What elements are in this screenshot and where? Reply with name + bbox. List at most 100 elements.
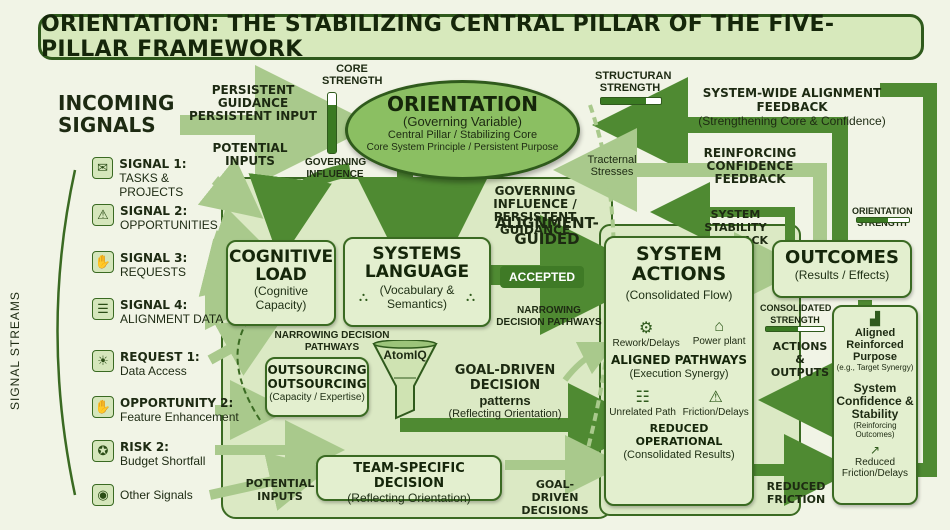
system-wide-feedback: SYSTEM-WIDE ALIGNMENT FEEDBACK (Strength… — [672, 86, 912, 128]
core-strength-label: CORE STRENGTH — [322, 63, 383, 87]
reinforcing-feedback: REINFORCING CONFIDENCE FEEDBACK — [703, 146, 797, 186]
core-strength-fill — [328, 105, 336, 153]
signal-title: SIGNAL 3: — [120, 251, 188, 265]
goal-driven-patterns: GOAL-DRIVEN DECISION patterns (Reflectin… — [445, 363, 565, 420]
system-actions-item3: Unrelated Path — [609, 407, 676, 418]
system-wide-feedback-title: SYSTEM-WIDE ALIGNMENT FEEDBACK — [702, 86, 882, 114]
rss-icon: ◉ — [92, 484, 114, 506]
trend-up-icon: ↗ — [869, 443, 881, 457]
accepted-badge: ACCEPTED — [500, 266, 584, 288]
goal-driven-title: GOAL-DRIVEN DECISION — [454, 363, 556, 393]
reduced-friction-label: REDUCED FRICTION — [766, 480, 826, 506]
system-actions-item1: Rework/Delays — [612, 338, 680, 349]
network-icon: ⛬ — [358, 289, 368, 304]
document-icon: ☰ — [92, 298, 114, 320]
signal-desc: ALIGNMENT DATA — [120, 312, 224, 326]
signal-item[interactable]: ☰ SIGNAL 4:ALIGNMENT DATA — [92, 298, 223, 326]
signal-desc: Data Access — [120, 364, 187, 378]
narrowing-left: NARROWING DECISION PATHWAYS — [274, 330, 390, 353]
alignment-guided-label: ALIGNMENT-GUIDED — [495, 214, 599, 248]
signal-desc: Feature Enhancement — [120, 410, 239, 424]
page-title: ORIENTATION: THE STABILIZING CENTRAL PIL… — [38, 12, 924, 62]
systems-language-title: SYSTEMS LANGUAGE — [364, 244, 470, 282]
goal-driven-decisions: GOAL-DRIVEN DECISIONS — [521, 478, 589, 517]
consolidated-strength-bar — [765, 326, 825, 332]
factory-icon: ⌂ — [714, 318, 724, 335]
signal-item[interactable]: ✉ SIGNAL 1:TASKS & PROJECTS — [92, 157, 232, 199]
orientation-strength-fill — [857, 218, 889, 222]
signal-item[interactable]: ⚠ SIGNAL 2:OPPORTUNITIES — [92, 204, 218, 232]
signal-title: REQUEST 1: — [120, 350, 200, 364]
atomiq-funnel: AtomIQ — [372, 339, 438, 420]
core-strength-gauge — [327, 92, 337, 154]
gear-icon: ⚙ — [638, 320, 654, 337]
structural-strength-label: STRUCTURAN STRENGTH — [595, 70, 672, 94]
structural-strength-fill — [601, 98, 646, 104]
signal-title: OPPORTUNITY 2: — [120, 396, 234, 410]
outsourcing-title: OUTSOURCING OUTSOURCING — [267, 363, 367, 391]
consolidated-strength-label: CONSOLIDATED STRENGTH — [760, 303, 832, 325]
signal-item[interactable]: ☀ REQUEST 1:Data Access — [92, 350, 200, 378]
goal-driven-title2: patterns — [479, 393, 531, 408]
system-actions-box[interactable]: SYSTEM ACTIONS (Consolidated Flow) ⚙ Rew… — [604, 236, 754, 506]
handshake-icon: ✋ — [92, 396, 114, 418]
signal-desc: OPPORTUNITIES — [120, 218, 218, 232]
systems-language-sub: (Vocabulary & Semantics) — [379, 283, 455, 311]
cognitive-load-title: COGNITIVE LOAD — [228, 247, 334, 285]
outcomes-title: OUTCOMES — [785, 247, 899, 268]
orientation-title: ORIENTATION — [386, 92, 539, 116]
cognitive-load-box[interactable]: COGNITIVE LOAD (Cognitive Capacity) — [226, 240, 336, 326]
aligned-pathways-sub: (Execution Synergy) — [629, 368, 729, 380]
orientation-line2: Core System Principle / Persistent Purpo… — [366, 142, 559, 153]
friction-icon: ⚠ — [708, 389, 723, 406]
orientation-strength-bar — [856, 217, 910, 223]
signal-desc: REQUESTS — [120, 265, 187, 279]
persistent-guidance-label: PERSISTENT GUIDANCE PERSISTENT INPUT — [188, 83, 317, 123]
lightbulb-icon: ☀ — [92, 350, 114, 372]
team-decision-sub: (Reflecting Orientation) — [347, 491, 471, 505]
signal-streams-label: SIGNAL STREAMS — [8, 291, 22, 410]
orientation-line1: Central Pillar / Stabilizing Core — [387, 129, 538, 141]
system-actions-item4: Friction/Delays — [682, 407, 749, 418]
cognitive-load-sub: (Cognitive Capacity) — [253, 284, 309, 312]
actions-outputs-label: ACTIONS & OUTPUTS — [770, 340, 830, 379]
reduced-operational: REDUCED OPERATIONAL — [635, 422, 723, 448]
outcomes-sub: (Results / Effects) — [794, 268, 890, 282]
signal-item[interactable]: ✋ OPPORTUNITY 2:Feature Enhancement — [92, 396, 239, 424]
aligned-pathways: ALIGNED PATHWAYS — [610, 353, 748, 367]
signal-item[interactable]: ✪ RISK 2:Budget Shortfall — [92, 440, 205, 468]
signal-title: SIGNAL 1: — [119, 157, 187, 171]
team-decision-title: TEAM-SPECIFIC DECISION — [353, 461, 465, 491]
system-wide-feedback-sub: (Strengthening Core & Confidence) — [698, 114, 886, 128]
potential-inputs-top: POTENTIAL INPUTS — [212, 141, 288, 168]
confidence-sub: (Reinforcing Outcomes) — [853, 421, 897, 439]
funnel-icon — [372, 339, 438, 420]
handshake-icon: ✋ — [92, 251, 114, 273]
orientation-strength-label: ORIENTATION STRENGTH — [852, 206, 913, 228]
outcomes-box[interactable]: OUTCOMES (Results / Effects) — [772, 240, 912, 298]
outsourcing-box[interactable]: OUTSOURCING OUTSOURCING (Capacity / Expe… — [265, 357, 369, 417]
path-icon: ☷ — [635, 389, 650, 406]
team-decision-box[interactable]: TEAM-SPECIFIC DECISION (Reflecting Orien… — [316, 455, 502, 505]
systems-language-box[interactable]: SYSTEMS LANGUAGE ⛬ (Vocabulary & Semanti… — [343, 237, 491, 327]
signal-desc: Budget Shortfall — [120, 454, 206, 468]
consolidated-strength-fill — [766, 327, 798, 331]
governing-persistent-label: GOVERNING INFLUENCE / PERSISTENT GUIDANC… — [493, 184, 577, 237]
orientation-node[interactable]: ORIENTATION (Governing Variable) Central… — [345, 80, 580, 180]
system-actions-title: SYSTEM ACTIONS — [631, 243, 727, 285]
signal-title: SIGNAL 2: — [120, 204, 188, 218]
outcomes-panel: ▟ Aligned Reinforced Purpose (e.g., Targ… — [832, 305, 918, 505]
signal-desc: Other Signals — [120, 488, 193, 502]
reduced-operational-sub: (Consolidated Results) — [623, 449, 735, 461]
incoming-signals-heading: INCOMING SIGNALS — [58, 91, 175, 137]
governing-influence-label: GOVERNING INFLUENCE — [305, 157, 367, 180]
bar-chart-icon: ▟ — [870, 311, 880, 326]
signal-item[interactable]: ✋ SIGNAL 3:REQUESTS — [92, 251, 187, 279]
aligned-purpose-sub: (e.g., Target Synergy) — [836, 363, 914, 372]
signal-item[interactable]: ◉ Other Signals — [92, 484, 193, 506]
envelope-icon: ✉ — [92, 157, 114, 179]
signal-title: SIGNAL 4: — [120, 298, 188, 312]
orientation-subtitle: (Governing Variable) — [403, 114, 522, 129]
atomiq-label: AtomIQ — [383, 348, 427, 362]
network-icon: ⛬ — [466, 289, 476, 304]
